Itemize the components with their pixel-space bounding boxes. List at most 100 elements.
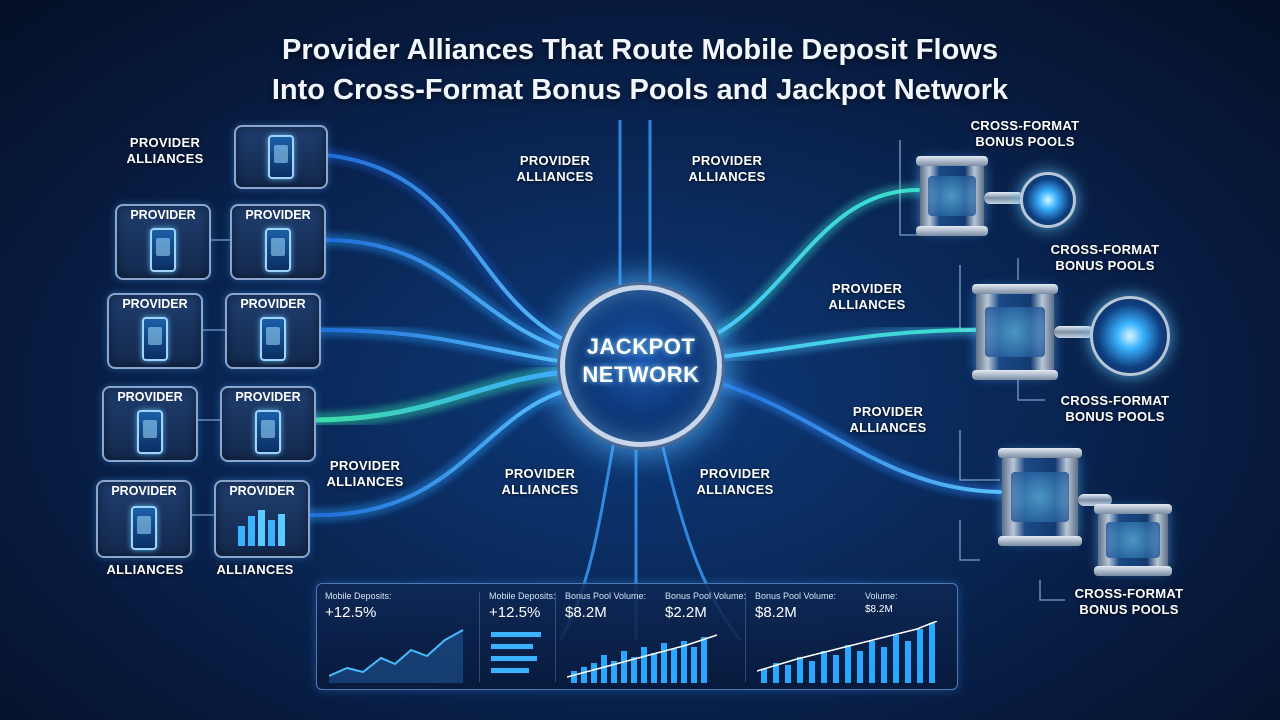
metric-label: Volume: — [865, 591, 898, 601]
bar-chart-icon — [238, 510, 285, 546]
pool-label: CROSS-FORMAT BONUS POOLS — [1050, 393, 1180, 425]
label-line2: ALLIANCES — [696, 482, 774, 497]
label-line1: PROVIDER — [691, 153, 763, 168]
phone-icon — [142, 317, 168, 361]
provider-card-title: PROVIDER — [130, 208, 196, 222]
label-line1: PROVIDER — [852, 404, 924, 419]
bar-chart-icon — [757, 621, 938, 683]
left-label-bottom-b: ALLIANCES — [216, 562, 294, 577]
metric-value: $8.2M — [755, 604, 797, 621]
bonus-pool-tank[interactable] — [972, 284, 1058, 380]
pool-pipe — [984, 192, 1024, 204]
label-line2: BONUS POOLS — [975, 134, 1075, 149]
provider-card[interactable]: PROVIDER — [115, 204, 211, 280]
bonus-pool-tank[interactable] — [916, 156, 988, 236]
label-line1: CROSS-FORMAT — [1050, 242, 1160, 257]
panel-divider — [745, 592, 746, 682]
label-line1: PROVIDER — [831, 281, 903, 296]
metric-value: $2.2M — [665, 604, 707, 621]
phone-icon — [260, 317, 286, 361]
provider-card[interactable]: PROVIDER — [230, 204, 326, 280]
provider-card-title: PROVIDER — [229, 484, 295, 498]
provider-card[interactable]: PROVIDER — [102, 386, 198, 462]
right-flows — [698, 183, 1007, 499]
bonus-pool-tank[interactable] — [1094, 504, 1172, 576]
metric-value: +12.5% — [489, 604, 541, 621]
pool-label: CROSS-FORMAT BONUS POOLS — [1040, 242, 1170, 274]
provider-card-title: PROVIDER — [117, 390, 183, 404]
hub-label-line1: JACKPOT — [586, 334, 696, 359]
metric-label: Mobile Deposits: — [489, 591, 556, 601]
metric-label: Bonus Pool Volume: — [565, 591, 647, 601]
metric-panel: Mobile Deposits: +12.5% — [481, 584, 556, 689]
pool-orb — [1020, 172, 1076, 228]
label-line1: PROVIDER — [519, 153, 591, 168]
provider-card-title: PROVIDER — [111, 484, 177, 498]
metrics-dashboard: Mobile Deposits: +12.5% Mobile Deposits:… — [316, 583, 958, 690]
label-line1: CROSS-FORMAT — [970, 118, 1080, 133]
title-line-2: Into Cross-Format Bonus Pools and Jackpo… — [271, 74, 1009, 106]
left-label-mid: PROVIDER ALLIANCES — [310, 458, 420, 490]
center-label-top-right: PROVIDER ALLIANCES — [672, 153, 782, 185]
label-line2: ALLIANCES — [501, 482, 579, 497]
pool-pipe — [1078, 494, 1112, 506]
label-line2: ALLIANCES — [688, 169, 766, 184]
bonus-pool-tank[interactable] — [998, 448, 1082, 546]
center-label-top-left: PROVIDER ALLIANCES — [500, 153, 610, 185]
panel-divider — [555, 592, 556, 682]
metric-label: Mobile Deposits: — [325, 591, 392, 601]
provider-card-title: PROVIDER — [240, 297, 306, 311]
pool-label: CROSS-FORMAT BONUS POOLS — [960, 118, 1090, 150]
metric-panel: Bonus Pool Volume: $8.2M — [557, 584, 653, 689]
metric-value: $8.2M — [565, 604, 607, 621]
progress-bars-icon — [491, 632, 541, 673]
pool-label: CROSS-FORMAT BONUS POOLS — [1064, 586, 1194, 618]
connector-lines — [192, 140, 1065, 601]
phone-icon — [137, 410, 163, 454]
label-line2: ALLIANCES — [516, 169, 594, 184]
metric-label: Bonus Pool Volume: — [755, 591, 837, 601]
left-label-bottom-a: ALLIANCES — [106, 562, 184, 577]
provider-card-title: PROVIDER — [235, 390, 301, 404]
metric-panel: Volume: $8.2M — [857, 584, 953, 689]
provider-card[interactable] — [234, 125, 328, 189]
center-label-bottom-left: PROVIDER ALLIANCES — [485, 466, 595, 498]
label-line2: ALLIANCES — [849, 420, 927, 435]
provider-card[interactable]: PROVIDER — [214, 480, 310, 558]
phone-icon — [265, 228, 291, 272]
phone-icon — [131, 506, 157, 550]
label-line1: CROSS-FORMAT — [1060, 393, 1170, 408]
label-line2: BONUS POOLS — [1055, 258, 1155, 273]
pool-orb — [1090, 296, 1170, 376]
label-line1: CROSS-FORMAT — [1074, 586, 1184, 601]
diagram-title: Provider Alliances That Route Mobile Dep… — [0, 30, 1280, 110]
provider-card[interactable]: PROVIDER — [107, 293, 203, 369]
left-label-top: PROVIDER ALLIANCES — [110, 135, 220, 167]
bar-chart-icon — [567, 634, 718, 683]
metric-value: +12.5% — [325, 604, 377, 621]
provider-card[interactable]: PROVIDER — [96, 480, 192, 558]
left-flows — [301, 148, 582, 523]
left-label-top-line2: ALLIANCES — [126, 151, 204, 166]
phone-icon — [150, 228, 176, 272]
right-label-provider: PROVIDER ALLIANCES — [833, 404, 943, 436]
provider-card[interactable]: PROVIDER — [225, 293, 321, 369]
center-label-bottom-right: PROVIDER ALLIANCES — [680, 466, 790, 498]
right-label-provider: PROVIDER ALLIANCES — [812, 281, 922, 313]
metric-panel: Bonus Pool Volume: $2.2M — [657, 584, 747, 689]
label-line2: BONUS POOLS — [1065, 409, 1165, 424]
line-chart-icon — [329, 629, 464, 683]
title-line-1: Provider Alliances That Route Mobile Dep… — [282, 34, 998, 66]
jackpot-network-hub[interactable]: JACKPOT NETWORK — [560, 285, 722, 447]
provider-card[interactable]: PROVIDER — [220, 386, 316, 462]
label-line1: PROVIDER — [504, 466, 576, 481]
label-line2: BONUS POOLS — [1079, 602, 1179, 617]
left-label-mid-line1: PROVIDER — [329, 458, 401, 473]
label-line2: ALLIANCES — [828, 297, 906, 312]
provider-card-title: PROVIDER — [245, 208, 311, 222]
metric-label: Bonus Pool Volume: — [665, 591, 747, 601]
label-line1: PROVIDER — [699, 466, 771, 481]
panel-divider — [479, 592, 480, 682]
metric-panel: Bonus Pool Volume: $8.2M — [747, 584, 847, 689]
